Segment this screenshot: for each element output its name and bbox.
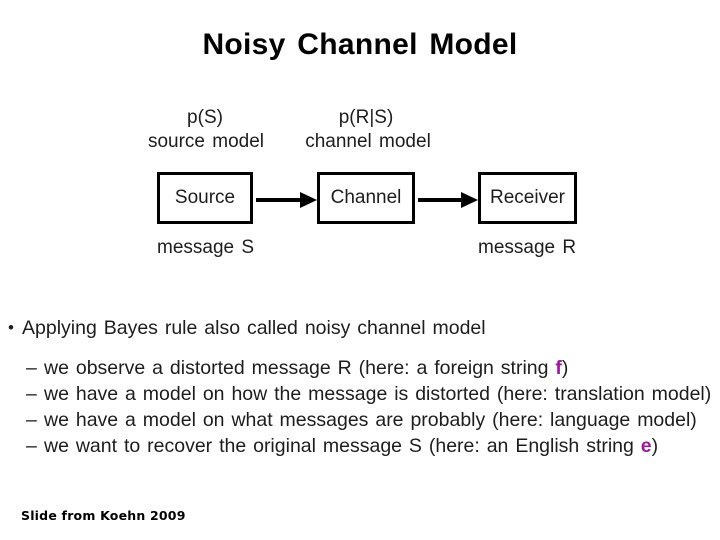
message-r-label: message R: [478, 237, 577, 258]
dash-marker: –: [26, 435, 37, 457]
dash-marker: –: [26, 383, 37, 405]
sub-bullet-text-prefix: we have a model on what messages are pro…: [44, 409, 697, 431]
channel-probability-label: p(R|S): [338, 107, 394, 128]
dash-marker: –: [26, 357, 37, 379]
arrow-shaft: [256, 198, 303, 202]
dash-marker: –: [26, 409, 37, 431]
sub-bullet-text-prefix: we want to recover the original message …: [44, 435, 641, 457]
slide-title: Noisy Channel Model: [202, 28, 518, 61]
arrow-head-icon: [300, 192, 317, 208]
sub-bullet-item: – we want to recover the original messag…: [26, 434, 711, 460]
foreign-string-f-highlight: f: [555, 357, 562, 379]
sub-bullet-text-suffix: ): [561, 357, 569, 379]
attribution-footer: Slide from Koehn 2009: [21, 508, 186, 523]
source-box-label: Source: [174, 187, 236, 208]
arrow-head-icon: [461, 192, 478, 208]
receiver-box-label: Receiver: [490, 187, 565, 208]
sub-bullet-text-suffix: ): [651, 435, 659, 457]
receiver-box: Receiver: [478, 172, 577, 224]
source-box: Source: [157, 172, 253, 224]
sub-bullet-text: we have a model on what messages are pro…: [44, 408, 697, 433]
sub-bullet-text-prefix: we have a model on how the message is di…: [44, 383, 712, 405]
bullet-marker: •: [8, 318, 14, 337]
arrow-source-to-channel-icon: [256, 192, 317, 208]
message-s-label: message S: [157, 237, 255, 258]
channel-box-label: Channel: [330, 187, 402, 208]
sub-bullet-text: we observe a distorted message R (here: …: [44, 356, 568, 381]
sub-bullet-list: – we observe a distorted message R (here…: [26, 356, 711, 460]
main-bullet-text: Applying Bayes rule also called noisy ch…: [22, 317, 486, 339]
sub-bullet-item: – we observe a distorted message R (here…: [26, 356, 711, 382]
sub-bullet-text-prefix: we observe a distorted message R (here: …: [44, 357, 556, 379]
source-model-label: source model: [147, 131, 265, 152]
sub-bullet-item: – we have a model on how the message is …: [26, 382, 711, 408]
sub-bullet-item: – we have a model on what messages are p…: [26, 408, 711, 434]
arrow-channel-to-receiver-icon: [418, 192, 478, 208]
channel-model-label: channel model: [305, 131, 431, 152]
main-bullet: • Applying Bayes rule also called noisy …: [8, 315, 486, 341]
sub-bullet-text: we want to recover the original message …: [44, 434, 658, 459]
source-probability-label: p(S): [187, 107, 223, 128]
sub-bullet-text: we have a model on how the message is di…: [44, 382, 711, 407]
english-string-e-highlight: e: [640, 435, 652, 457]
channel-box: Channel: [317, 172, 415, 224]
arrow-shaft: [418, 198, 464, 202]
